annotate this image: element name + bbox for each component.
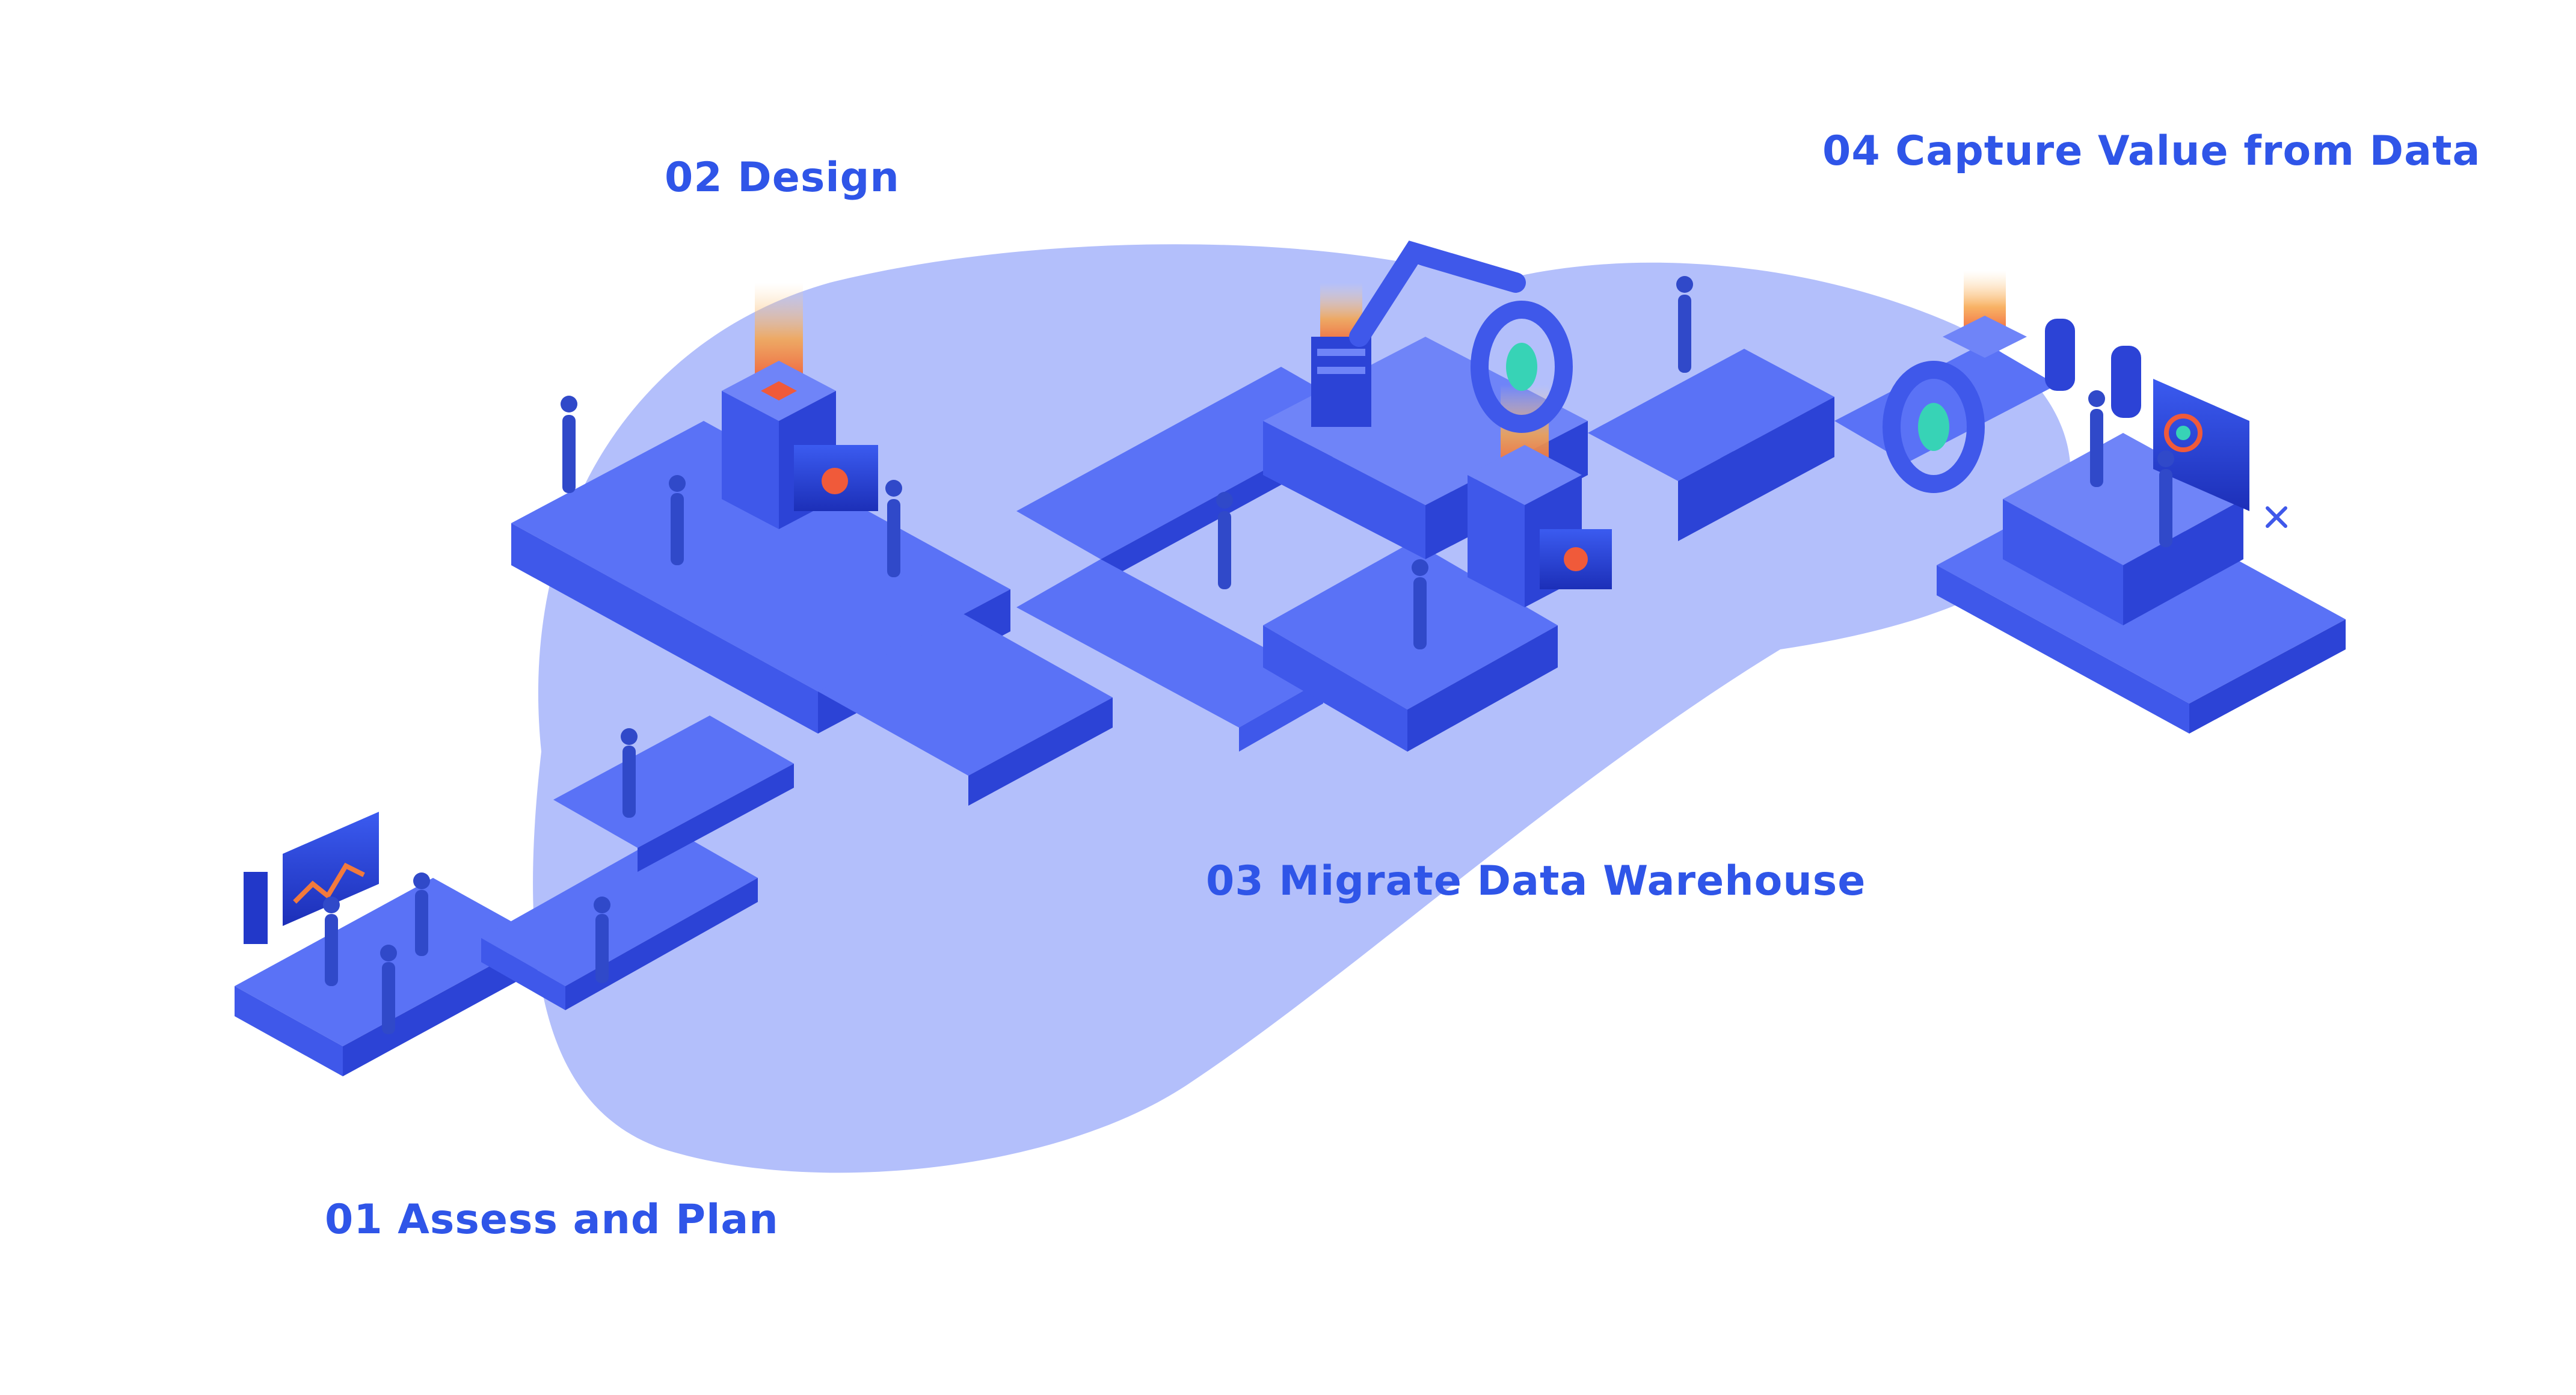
- magnifier-capture-icon: [1883, 361, 1985, 493]
- server-tower-design-icon: [722, 283, 878, 529]
- step-03-label: 03 Migrate Data Warehouse: [1206, 857, 1866, 905]
- step-01-label: 01 Assess and Plan: [325, 1196, 779, 1243]
- platform-design: [511, 421, 1113, 806]
- people-group-capture: [2088, 390, 2174, 547]
- platform-assess-plan: [235, 716, 794, 1076]
- insights-dashboard-icon: [2153, 379, 2249, 511]
- platform-capture-value: [1588, 343, 2346, 734]
- analytics-dashboard-icon: [244, 812, 379, 944]
- server-capture-icon: [1943, 271, 2027, 358]
- people-group-assess: [323, 728, 638, 1034]
- robotic-arm-icon: [1349, 241, 1526, 347]
- sparkle-icon: [2266, 506, 2287, 528]
- step-02-label: 02 Design: [665, 154, 900, 201]
- magnifier-icon: [1471, 301, 1573, 433]
- people-group-design: [561, 396, 902, 577]
- step-04-label: 04 Capture Value from Data: [1822, 127, 2481, 175]
- database-cylinder-icon: [2045, 319, 2141, 418]
- server-rack-icon: [1311, 283, 1371, 427]
